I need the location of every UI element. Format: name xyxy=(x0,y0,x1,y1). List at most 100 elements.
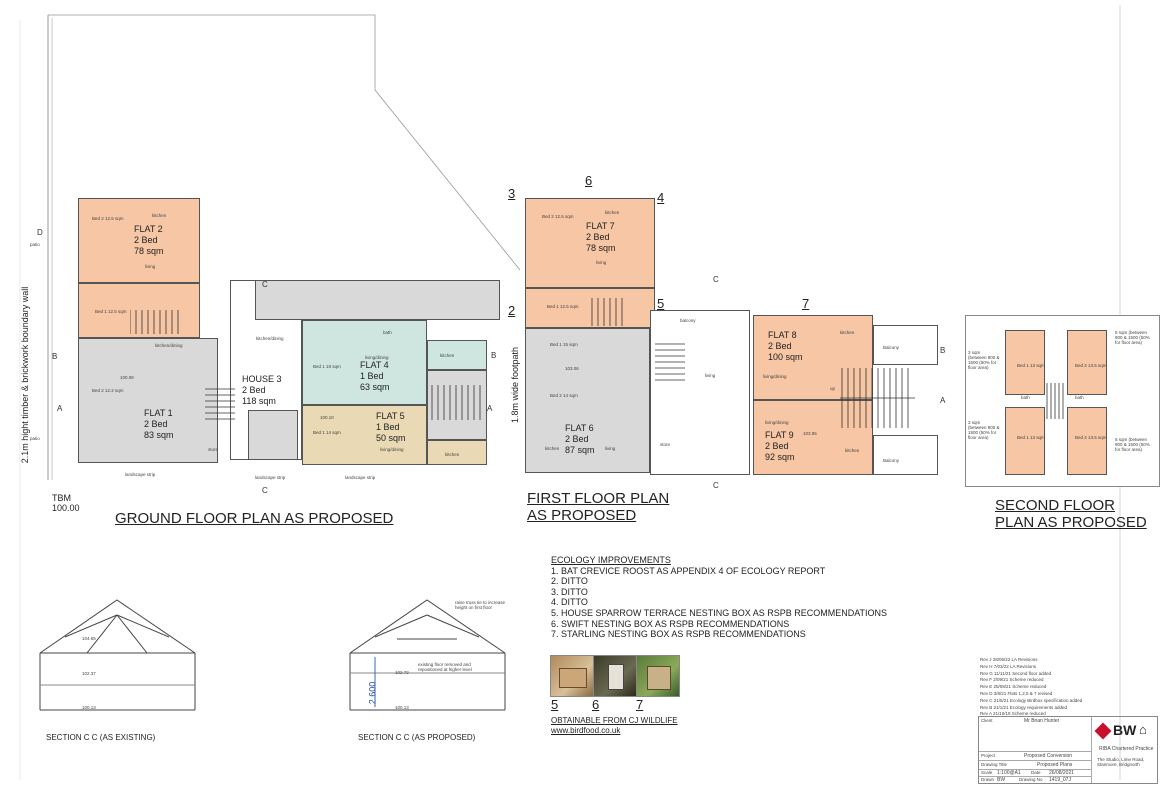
marker-7: 7 xyxy=(802,296,810,311)
client-value: Mr Brian Hunter xyxy=(1024,718,1060,724)
ground-floor-title: GROUND FLOOR PLAN AS PROPOSED xyxy=(115,510,394,527)
room-label: up xyxy=(830,386,836,391)
room-label: Bed 2 12.5 sqm xyxy=(542,214,574,219)
level-label: 100.13 xyxy=(82,705,96,710)
ecology-heading: ECOLOGY IMPROVEMENTS xyxy=(551,555,671,565)
room-label: kitchen xyxy=(845,448,860,453)
drawing-no-value: 1419_07J xyxy=(1049,777,1071,783)
marker-c-top: C xyxy=(262,280,268,289)
revision-list: Rev J 28/06/22 LA Revisions Rev H 7/03/2… xyxy=(980,657,1082,718)
second-floor-plan: Bed 1 13 sqm Bed 2 13.5 sqm bath bath Be… xyxy=(965,315,1160,487)
flat1-area xyxy=(78,338,218,463)
room-label: landscape strip xyxy=(255,475,286,480)
marker-c-first-bottom: C xyxy=(713,481,719,490)
room-label: kitchen/dining xyxy=(256,336,284,341)
revision-item: Rev H 7/03/22 LA Revisions xyxy=(980,663,1037,669)
revision-item: Rev J 28/06/22 LA Revisions xyxy=(980,657,1038,662)
floor-note: existing floor removed and repositioned … xyxy=(418,662,472,672)
client-label: Client xyxy=(981,718,993,723)
footpath-label: 1.8m wide footpath xyxy=(510,346,520,424)
revision-item: Rev D 3/8/21 Flats 1,2,6 & 7 revised xyxy=(980,690,1053,696)
flat2-area xyxy=(78,198,200,283)
stair-flat8-9 xyxy=(840,368,915,428)
room-label: Bed 1 14 sqm xyxy=(313,430,341,435)
house3-bed-area xyxy=(248,410,298,460)
ecology-item: 1. BAT CREVICE ROOST AS APPENDIX 4 OF EC… xyxy=(551,565,826,576)
flat4-area xyxy=(302,320,427,405)
room-label: bath xyxy=(383,330,392,335)
room-label: living xyxy=(596,260,607,265)
level-label: 102.37 xyxy=(82,671,96,676)
room-label: Balcony xyxy=(883,345,900,350)
room-label: kitchen xyxy=(440,353,455,358)
stair-first-core xyxy=(655,343,685,381)
drawing-value: Proposed Plans xyxy=(1037,762,1073,768)
scale-value: 1:100@A1 xyxy=(997,770,1021,776)
room-label: Bed 2 12.2 sqm xyxy=(92,388,124,393)
project-label: Project xyxy=(981,753,996,758)
second-note-right-bottom: 5 sqm (between 900 & 1500 (50% for floor… xyxy=(1115,437,1150,452)
room-label: patio xyxy=(30,242,40,247)
room-label: store xyxy=(660,442,671,447)
balcony-bottom xyxy=(873,435,938,475)
room-label: Balcony xyxy=(883,458,900,463)
room-label: Bed 2 12.5 sqm xyxy=(92,216,124,221)
boundary-wall-label: 2.1m hight timber & brickwork boundary w… xyxy=(20,286,30,464)
stair-flat7 xyxy=(591,298,623,326)
room-label: 100.08 xyxy=(120,375,134,380)
room-label: living xyxy=(605,446,616,451)
ecology-item: 7. STARLING NESTING BOX AS RSPB RECOMMEN… xyxy=(551,629,806,640)
flat8-area xyxy=(753,315,873,400)
date-value: 26/08/2021 xyxy=(1049,770,1075,776)
sparrow-nest-box-image xyxy=(550,655,594,697)
second-note: Bed 1 13 sqm xyxy=(1017,363,1045,368)
room-label: living/dining xyxy=(365,355,389,360)
flat5-area xyxy=(302,405,427,465)
photo-label-7: 7 xyxy=(636,697,644,712)
room-label: kitchen xyxy=(605,210,620,215)
first-core-area xyxy=(650,310,750,475)
riba-logo-mark xyxy=(1094,722,1112,740)
ecology-item: 6. SWIFT NESTING BOX AS RSPB RECOMMENDAT… xyxy=(551,618,790,629)
ecology-item: 3. DITTO xyxy=(551,586,588,597)
flat7-lower-area xyxy=(525,288,655,328)
practice-logo: BW ⌂ xyxy=(1094,721,1155,745)
second-note-left-top: 3 sqm (between 900 & 1500 (50% for floor… xyxy=(968,350,1000,370)
raise-truss-note: raise truss tie to increase height on fi… xyxy=(455,600,506,610)
room-label: 103.95 xyxy=(803,431,817,436)
marker-5: 5 xyxy=(657,296,665,311)
marker-a-left: A xyxy=(57,404,63,413)
room-label: Bed 1 18 sqm xyxy=(313,364,341,369)
room-label: patio xyxy=(30,436,40,441)
drawing-label: Drawing Title xyxy=(981,762,1008,767)
flat9-area xyxy=(753,400,873,475)
stair-ground-right xyxy=(431,385,481,420)
second-note: Bed 1 13 sqm xyxy=(1017,435,1045,440)
project-value: Proposed Conversion xyxy=(1024,753,1073,759)
photo-label-5: 5 xyxy=(551,697,559,712)
section-proposed-drawing xyxy=(349,599,506,711)
room-label: living xyxy=(705,373,716,378)
room-label: landscape strip xyxy=(345,475,376,480)
stair-second-floor xyxy=(1046,383,1064,419)
title-block: Client Mr Brian Hunter Project Proposed … xyxy=(978,716,1158,784)
supplier-url[interactable]: www.birdfood.co.uk xyxy=(551,726,621,735)
marker-6: 6 xyxy=(585,173,593,188)
marker-b-left: B xyxy=(52,352,58,361)
flat2-lower-area xyxy=(78,283,200,338)
drawn-value: BW xyxy=(997,777,1006,783)
marker-2: 2 xyxy=(508,303,516,318)
second-note: Bed 2 13.5 sqm xyxy=(1075,363,1107,368)
room-label: living/dining xyxy=(380,447,404,452)
room-label: living xyxy=(145,264,156,269)
room-label: 100.10 xyxy=(320,415,334,420)
drawn-label: Drawn xyxy=(981,777,995,782)
room-label: Bed 1 15 sqm xyxy=(550,342,578,347)
